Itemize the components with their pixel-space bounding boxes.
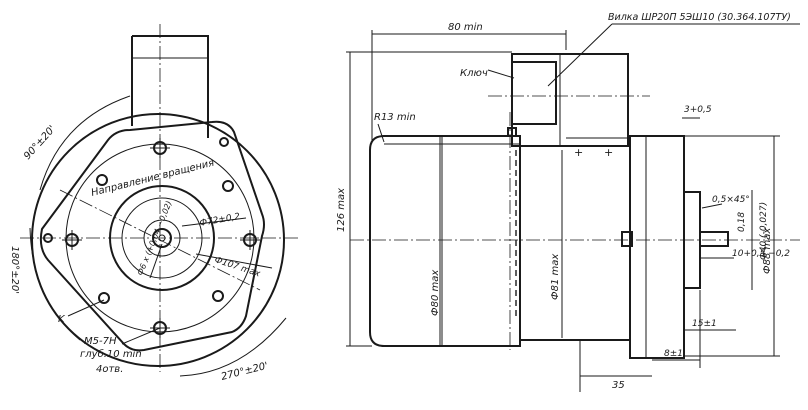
motor-body (369, 135, 521, 347)
connector-plus-1: + (574, 146, 583, 159)
label-k: K (58, 314, 66, 325)
connector-body (511, 53, 629, 147)
label-depth: глуб.10 min (80, 348, 142, 360)
label-chamfer: 0,5×45° (712, 195, 750, 205)
label-shaft018: 0,18 (737, 212, 747, 232)
label-angle-270: 270°±20' (220, 361, 269, 383)
label-len15: 15±1 (692, 319, 717, 329)
label-d40: Ф40 (-0,027) (759, 202, 769, 260)
angle-180-arc (29, 227, 81, 341)
shaft (699, 231, 729, 247)
label-angle-90: 90°±20' (22, 124, 58, 162)
label-len80: 80 min (448, 22, 483, 33)
label-connector: Вилка ШР20П 5ЭШ10 (30.364.107ТУ) (608, 12, 791, 23)
connector-box (131, 35, 209, 138)
connector-plug (511, 61, 557, 125)
mount-flange (629, 135, 685, 359)
label-d72: Ф72±0,2 (199, 212, 241, 229)
label-thread: М5-7Н (84, 336, 117, 347)
side-view: + + Вилка ШР20П 5ЭШ10 (30.364.107ТУ) (336, 12, 800, 392)
angle-270-arc (179, 317, 287, 377)
label-d107: Ф107 max (213, 255, 262, 279)
label-key: Ключ (460, 68, 488, 79)
leader-d107 (195, 253, 273, 269)
label-d88: Ф88 max (762, 228, 773, 274)
connector-plus-2: + (604, 146, 613, 159)
front-diag-axis (59, 189, 261, 291)
square-flange (39, 120, 265, 352)
outer-housing-circle (31, 113, 285, 367)
label-len35: 35 (612, 380, 625, 391)
leader-chamfer (701, 203, 723, 209)
leader-thread (121, 327, 161, 345)
key-tab (507, 127, 517, 137)
label-holes: 4отв. (96, 364, 123, 375)
label-gap3: 3+0,5 (684, 105, 712, 115)
label-angle-180: 180°±20' (9, 246, 20, 294)
label-h126: 126 max (336, 188, 347, 232)
label-len10: 10+0,5 −0,2 (732, 249, 790, 259)
label-len8: 8±1 (664, 349, 683, 359)
leader-d6 (149, 243, 163, 279)
shaft-pin (621, 231, 633, 247)
label-d81: Ф81 max (550, 254, 561, 300)
leader-k (67, 299, 105, 317)
end-cover (519, 145, 631, 341)
leader-connector (547, 23, 613, 87)
angle-90-arc (39, 95, 131, 191)
label-direction: Направление вращения (90, 158, 215, 199)
label-d80: Ф80 max (430, 270, 441, 316)
label-r13: R13 min (374, 112, 416, 123)
leader-d72 (181, 217, 247, 227)
leader-key (487, 69, 515, 79)
front-view: 90°±20' 180°±20' 270°±20' Направление вр… (9, 24, 298, 383)
leader-r13 (377, 123, 385, 143)
